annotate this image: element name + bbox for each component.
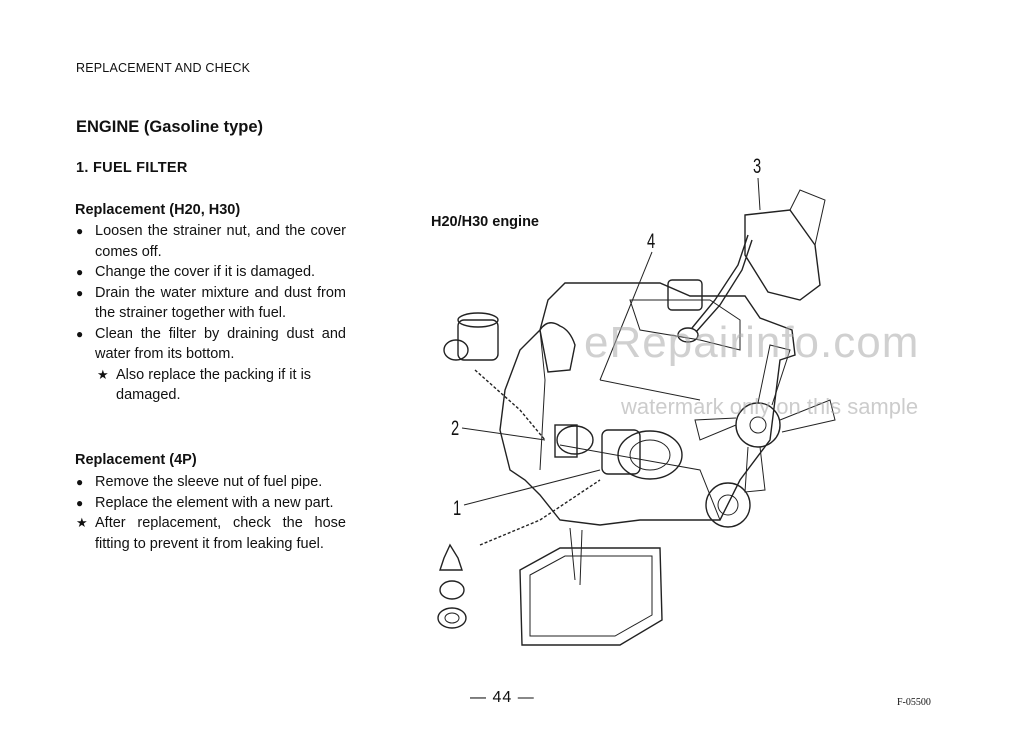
title-main: ENGINE — [76, 118, 140, 136]
bullet-icon: ● — [76, 265, 84, 279]
note-item: ★Also replace the packing if it is damag… — [97, 366, 312, 404]
page-number: — 44 — — [470, 689, 535, 706]
list-item: ●Clean the filter by draining dust and w… — [76, 325, 346, 363]
section1-heading: Replacement (H20, H30) — [75, 202, 241, 218]
section2-list: ●Remove the sleeve nut of fuel pipe. ●Re… — [76, 472, 346, 554]
star-icon: ★ — [97, 366, 109, 382]
callout-3: 3 — [753, 155, 762, 178]
section1-list: ●Loosen the strainer nut, and the cover … — [76, 221, 346, 406]
watermark-site: eRepairinfo.com — [584, 318, 920, 367]
bullet-icon: ● — [76, 495, 84, 510]
list-item: ●Drain the water mixture and dust from t… — [76, 284, 346, 322]
note-item: ★After replacement, check the hose fitti… — [76, 515, 346, 552]
callout-1: 1 — [453, 497, 462, 520]
callout-2: 2 — [451, 417, 460, 440]
title-paren: (Gasoline type) — [143, 118, 264, 136]
bullet-icon: ● — [76, 285, 84, 300]
page-header: REPLACEMENT AND CHECK — [76, 61, 251, 75]
watermark-note: watermark only on this sample — [621, 394, 919, 419]
bullet-icon: ● — [76, 326, 84, 341]
list-item: ●Loosen the strainer nut, and the cover … — [76, 223, 346, 260]
section-title: ENGINE (Gasoline type) — [76, 118, 263, 137]
star-icon: ★ — [76, 515, 88, 530]
document-code: F-05500 — [897, 697, 931, 708]
subsection-title: 1. FUEL FILTER — [76, 160, 188, 176]
list-item: ●Change the cover if it is damaged. — [76, 262, 346, 283]
engine-illustration — [437, 177, 836, 646]
section2-heading: Replacement (4P) — [75, 452, 197, 468]
callout-4: 4 — [647, 230, 656, 253]
bullet-icon: ● — [76, 224, 84, 238]
list-item: ●Replace the element with a new part. — [76, 493, 346, 514]
bullet-icon: ● — [76, 475, 84, 489]
figure-label: H20/H30 engine — [431, 214, 539, 230]
list-item: ●Remove the sleeve nut of fuel pipe. — [76, 472, 346, 493]
